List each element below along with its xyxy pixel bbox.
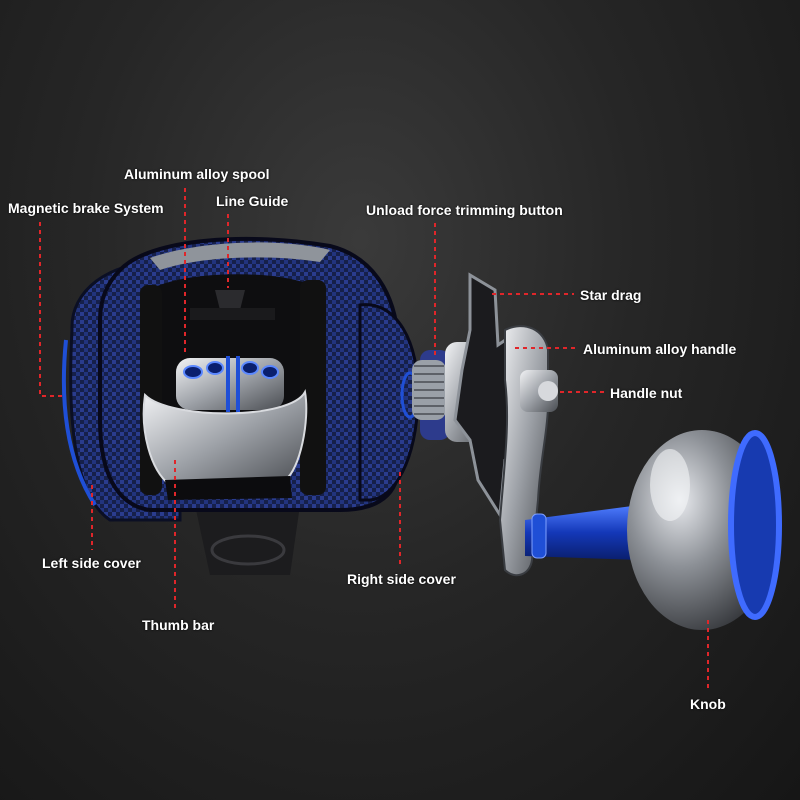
spool-stripe-1 [226, 356, 230, 412]
label-handle-nut: Handle nut [610, 385, 683, 401]
knob-stem [525, 505, 646, 560]
label-star-drag: Star drag [580, 287, 642, 303]
spool-hole-3 [241, 361, 259, 375]
spool-stripe-2 [236, 356, 240, 412]
spool-hole-4 [261, 365, 279, 379]
line-guide-shape [215, 290, 245, 310]
label-aluminum-alloy-handle: Aluminum alloy handle [583, 341, 737, 357]
reel-foot-ring [210, 534, 286, 566]
label-left-side-cover: Left side cover [42, 555, 141, 571]
label-knob: Knob [690, 696, 726, 712]
frame-top [150, 242, 330, 270]
label-right-side-cover: Right side cover [347, 571, 456, 587]
label-magnetic-brake-system: Magnetic brake System [8, 200, 164, 216]
label-thumb-bar: Thumb bar [142, 617, 215, 633]
thumb-bar-lower [165, 476, 292, 500]
trimming-knurl [414, 365, 444, 415]
spool-hole-1 [183, 365, 203, 379]
left-cover-rim [61, 339, 97, 507]
label-unload-force-trimming-button: Unload force trimming button [366, 202, 563, 218]
reel-foot [195, 505, 300, 575]
spool-hole-2 [206, 361, 224, 375]
handle-nut-cap [538, 381, 558, 401]
leader-brake [39, 222, 62, 397]
line-guide-bar [190, 308, 275, 320]
frame-pillar-right [300, 280, 326, 495]
thumb-bar-shape [142, 389, 308, 487]
right-side-cover-shape [358, 303, 420, 502]
label-aluminum-alloy-spool: Aluminum alloy spool [124, 166, 270, 182]
label-line-guide: Line Guide [216, 193, 289, 209]
knob-highlight [650, 449, 690, 521]
knob-stem-ring [531, 513, 547, 559]
knob-rim [728, 430, 782, 620]
